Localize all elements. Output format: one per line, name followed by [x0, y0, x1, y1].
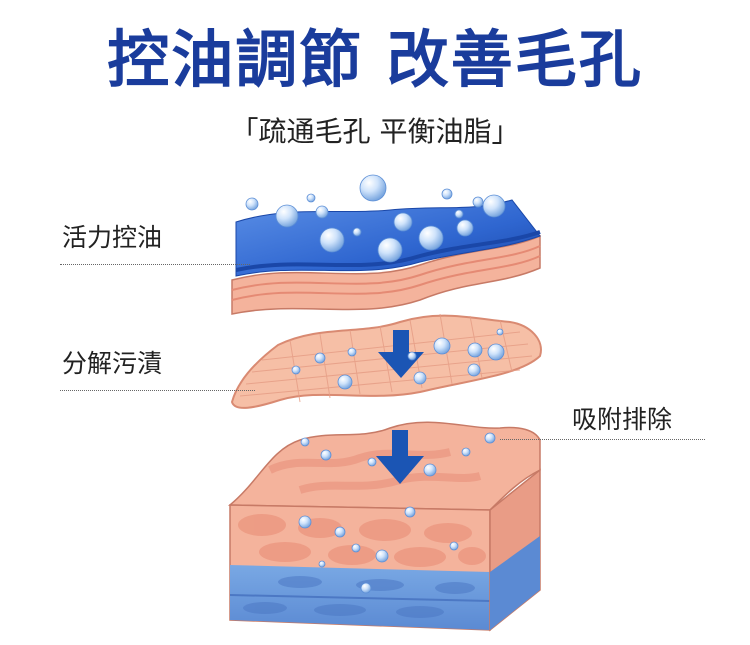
label-oil-control: 活力控油: [62, 223, 163, 252]
page-title: 控油調節 改善毛孔: [107, 23, 643, 96]
label-decompose-dirt: 分解污漬: [62, 349, 163, 378]
leader-line-oil-control: [60, 264, 250, 265]
leader-line-absorb-remove: [500, 439, 705, 440]
top-skin-layer: [231, 234, 541, 315]
label-absorb-remove: 吸附排除: [572, 405, 673, 434]
bottom-skin-block: [227, 421, 541, 632]
oil-bubbles: [245, 174, 506, 594]
down-arrow-icon: [376, 430, 424, 484]
down-arrow-icon: [378, 330, 424, 378]
leader-line-decompose-dirt: [60, 390, 255, 391]
page-subtitle: 「疏通毛孔 平衡油脂」: [230, 115, 520, 148]
